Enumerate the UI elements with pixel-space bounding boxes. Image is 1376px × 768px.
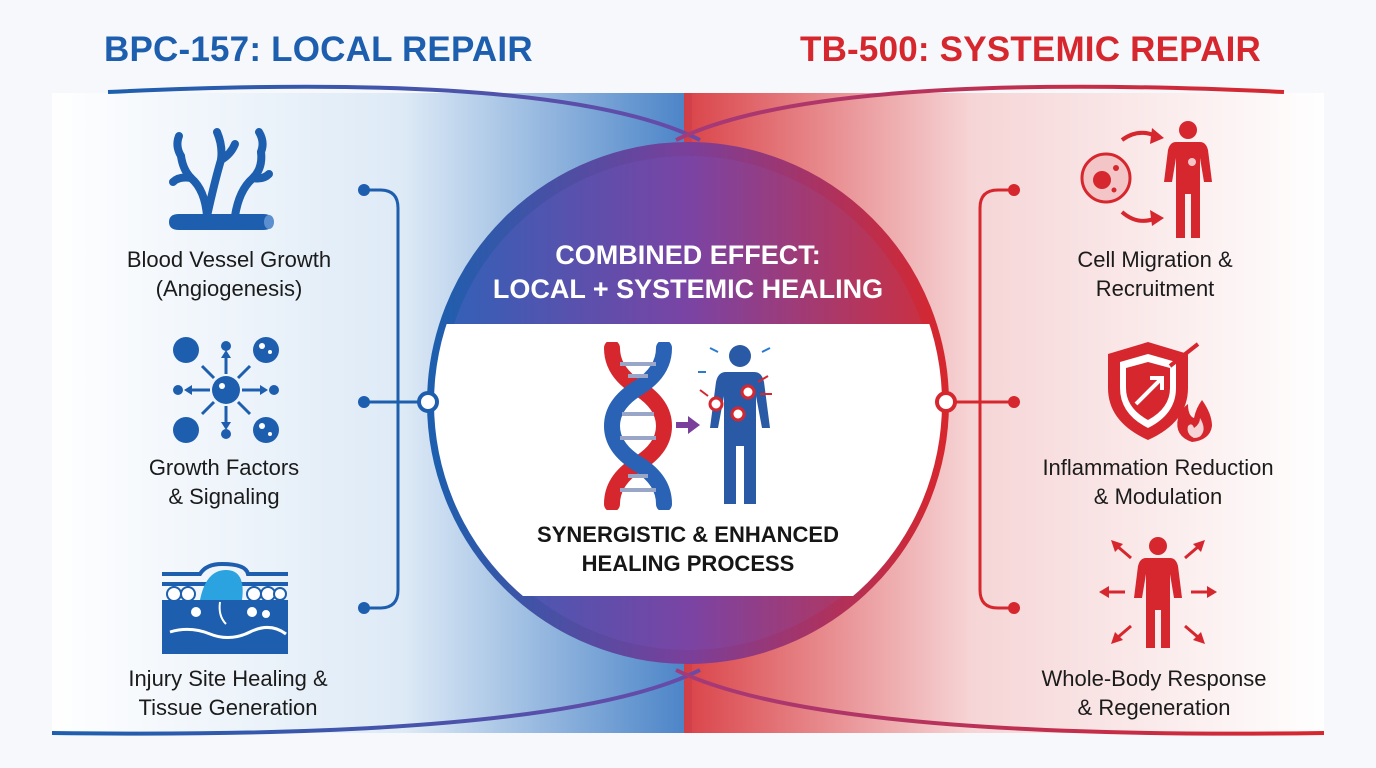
left-item-label-1: Blood Vessel Growth (Angiogenesis) (126, 247, 332, 301)
synergistic-caption: SYNERGISTIC & ENHANCED HEALING PROCESS (537, 522, 839, 576)
tissue-healing-icon (162, 561, 288, 654)
combined-effect-heading: COMBINED EFFECT: LOCAL + SYSTEMIC HEALIN… (492, 240, 884, 304)
right-item-label-2: Inflammation Reduction & Modulation (1042, 455, 1274, 509)
dna-icon (603, 342, 673, 510)
arrow-right-icon (676, 416, 700, 434)
shield-fire-icon (1108, 342, 1212, 442)
growth-factors-icon (173, 337, 279, 443)
right-item-label-3: Whole-Body Response & Regeneration (1041, 666, 1267, 720)
systemic-repair-title: TB-500: SYSTEMIC REPAIR (800, 30, 1261, 69)
whole-body-icon (1099, 537, 1217, 648)
blood-vessel-icon (169, 128, 274, 230)
local-repair-title: BPC-157: LOCAL REPAIR (104, 30, 533, 69)
right-item-label-1: Cell Migration & Recruitment (1077, 247, 1233, 301)
cell-migration-icon (1080, 121, 1212, 238)
left-item-label-2: Growth Factors & Signaling (148, 455, 300, 509)
left-item-label-3: Injury Site Healing & Tissue Generation (128, 666, 328, 720)
human-body-icon (698, 345, 772, 504)
